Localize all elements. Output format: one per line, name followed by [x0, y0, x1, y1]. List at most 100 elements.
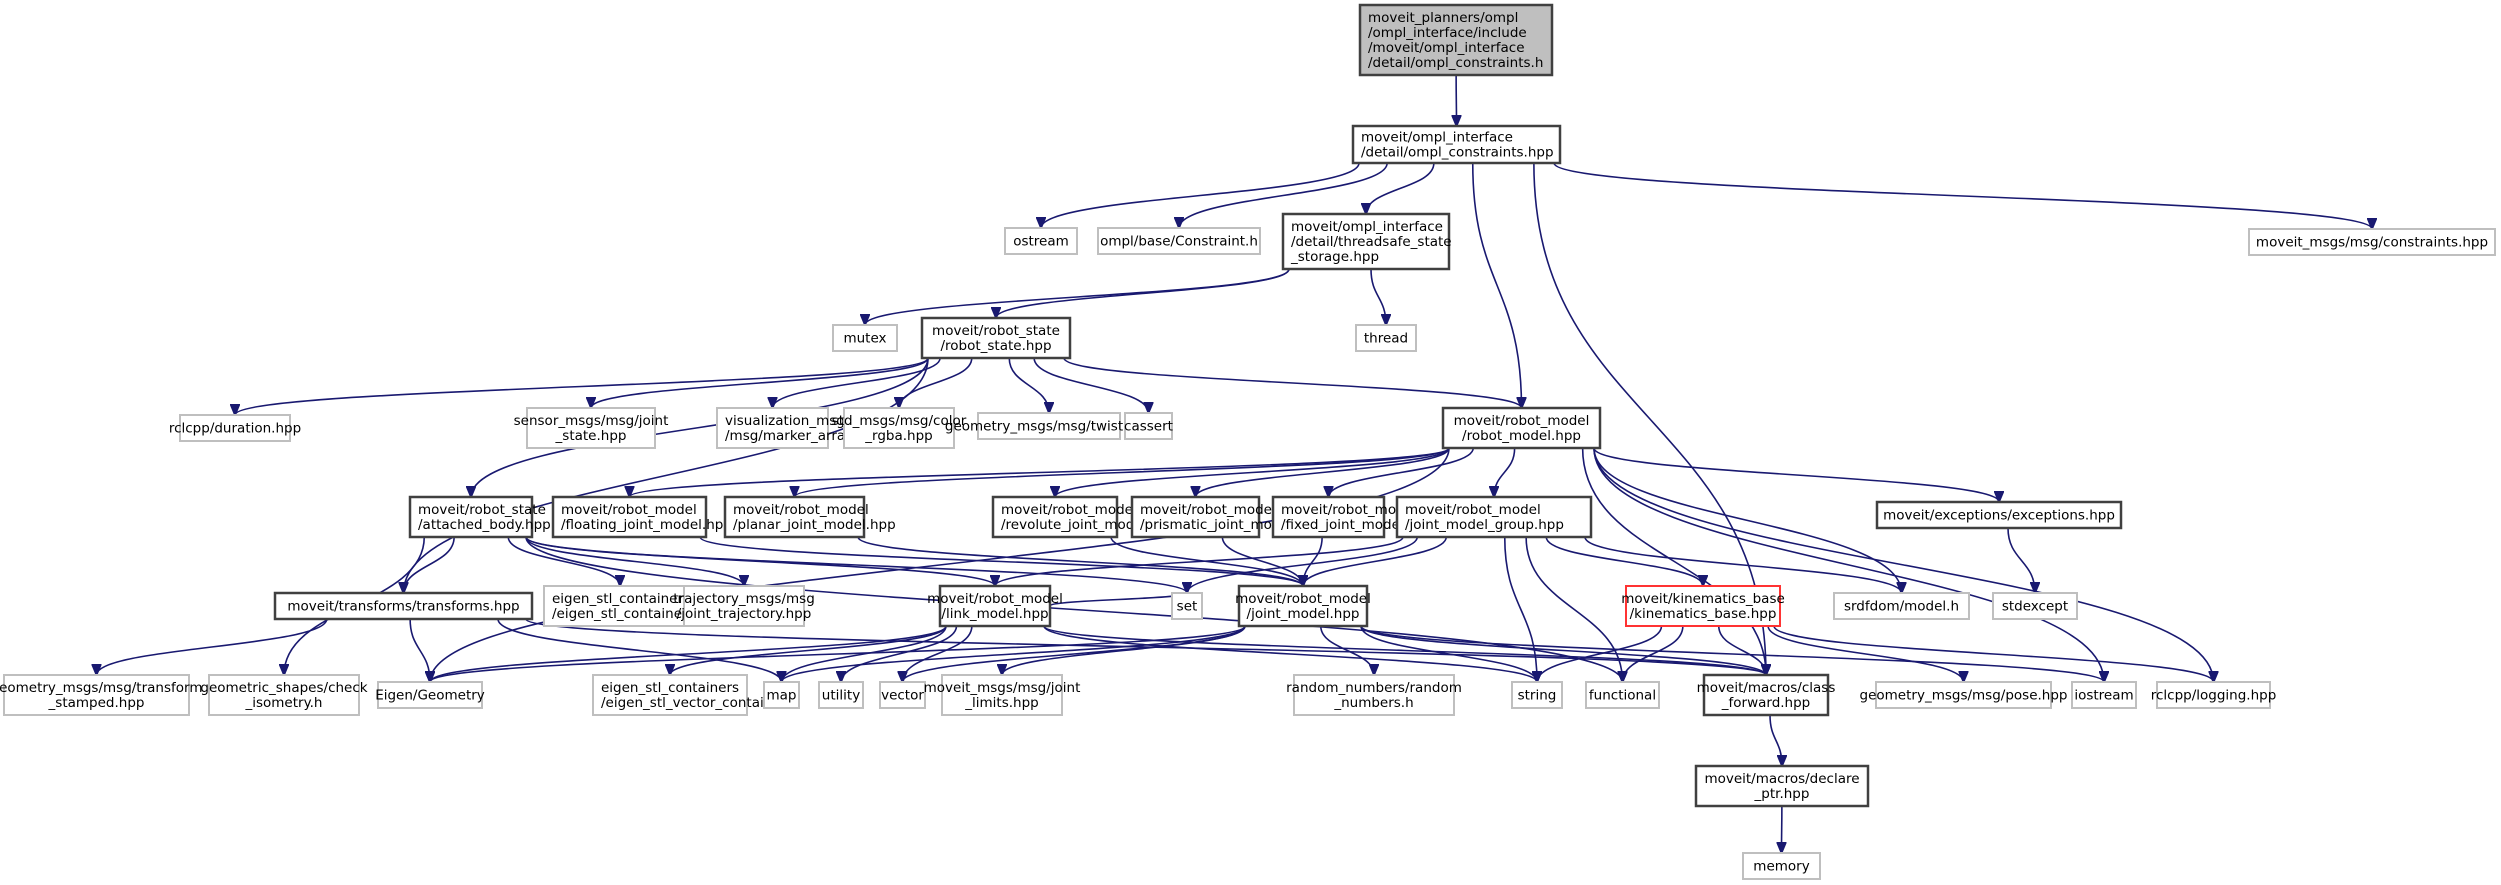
edge-joint-model-to-eigen-geometry — [430, 625, 1246, 682]
graph-node-transforms[interactable]: moveit/transforms/transforms.hpp — [273, 591, 534, 621]
edge-threadsafe-to-robot-state — [996, 268, 1290, 318]
node-label: /eigen_stl_vector_container.h — [601, 695, 798, 711]
edge-attached-body-to-eigen-stl-containers — [507, 536, 620, 586]
node-box — [1441, 406, 1602, 450]
node-box — [683, 585, 805, 627]
node-label: moveit/robot_state — [418, 502, 546, 518]
graph-node-root[interactable]: moveit_planners/ompl/ompl_interface/incl… — [1358, 3, 1554, 77]
edge-ompl-constraints-hpp-to-class-forward — [1533, 162, 1766, 675]
edge-jmg-to-link-model — [995, 536, 1404, 586]
edge-prismatic-joint-to-joint-model — [1221, 536, 1303, 586]
node-label: moveit/macros/declare — [1704, 771, 1859, 787]
graph-node-robot-model[interactable]: moveit/robot_model/robot_model.hpp — [1441, 406, 1602, 450]
graph-node-kinematics-base[interactable]: moveit/kinematics_base/kinematics_base.h… — [1621, 585, 1785, 627]
node-box — [377, 681, 483, 709]
graph-node-fixed-joint[interactable]: moveit/robot_model/fixed_joint_model.hpp — [1271, 495, 1434, 539]
edge-transforms-to-transform-stamped — [97, 618, 328, 675]
graph-node-ompl-constraints-hpp[interactable]: moveit/ompl_interface/detail/ompl_constr… — [1351, 124, 1562, 165]
node-box — [1875, 500, 2123, 530]
node-label: /link_model.hpp — [941, 606, 1048, 622]
edge-class-forward-to-declare-ptr — [1769, 714, 1782, 766]
node-label: cassert — [1124, 419, 1173, 435]
node-box — [938, 584, 1052, 628]
node-label: ostream — [1013, 234, 1069, 250]
edge-jmg-to-srdf-model — [1584, 536, 1902, 593]
graph-node-exceptions[interactable]: moveit/exceptions/exceptions.hpp — [1875, 500, 2123, 530]
edge-attached-body-to-joint-trajectory — [525, 536, 744, 586]
graph-node-floating-joint[interactable]: moveit/robot_model/floating_joint_model.… — [551, 495, 732, 539]
node-label: moveit/robot_model — [1235, 591, 1371, 607]
node-box — [1875, 681, 2052, 709]
node-box — [1694, 764, 1870, 808]
edge-robot-state-to-transforms — [404, 357, 929, 593]
edge-robot-state-to-joint-state — [591, 357, 929, 408]
graph-node-string: string — [1511, 681, 1563, 709]
node-label: /robot_state.hpp — [940, 338, 1051, 354]
node-label: /moveit/ompl_interface — [1368, 40, 1525, 56]
edge-robot-model-to-planar-joint — [795, 447, 1450, 497]
node-label: moveit/kinematics_base — [1621, 591, 1785, 607]
graph-node-threadsafe[interactable]: moveit/ompl_interface/detail/threadsafe_… — [1281, 212, 1452, 271]
edge-link-model-to-map — [782, 625, 947, 682]
node-box — [1395, 495, 1593, 539]
node-label: geometry_msgs/msg/twist.hpp — [945, 419, 1153, 435]
graph-node-srdf-model: srdfdom/model.h — [1833, 592, 1970, 620]
node-label: thread — [1364, 331, 1408, 347]
edge-jmg-to-kinematics-base — [1545, 536, 1703, 586]
graph-node-color-rgba: std_msgs/msg/color_rgba.hpp — [832, 407, 967, 449]
node-box — [1351, 124, 1562, 165]
node-label: _storage.hpp — [1290, 249, 1379, 265]
edge-kinematics-base-to-functional — [1623, 625, 1684, 682]
node-label: functional — [1589, 688, 1656, 704]
graph-node-jmg[interactable]: moveit/robot_model/joint_model_group.hpp — [1395, 495, 1593, 539]
node-label: /detail/threadsafe_state — [1291, 234, 1452, 250]
node-label: moveit/robot_model — [1454, 413, 1590, 429]
graph-node-ompl-constraint: ompl/base/Constraint.h — [1097, 227, 1261, 255]
node-label: /kinematics_base.hpp — [1630, 606, 1777, 622]
node-box — [723, 495, 866, 539]
node-label: set — [1177, 599, 1198, 615]
node-label: moveit/robot_model — [927, 591, 1063, 607]
graph-node-marker-array: visualization_msgs/msg/marker_array.hpp — [716, 407, 881, 449]
node-label: moveit/robot_model — [1140, 502, 1276, 518]
graph-node-eigen-stl-containers: eigen_stl_containers/eigen_stl_container… — [543, 585, 707, 627]
node-box — [1511, 681, 1563, 709]
edge-threadsafe-to-mutex — [865, 268, 1290, 325]
graph-node-planar-joint[interactable]: moveit/robot_model/planar_joint_model.hp… — [723, 495, 896, 539]
edge-robot-model-to-class-forward — [1581, 447, 1766, 675]
node-label: moveit/ompl_interface — [1361, 130, 1513, 146]
node-box — [716, 407, 829, 449]
node-label: string — [1518, 688, 1557, 704]
graph-node-link-model[interactable]: moveit/robot_model/link_model.hpp — [927, 584, 1063, 628]
graph-node-robot-state[interactable]: moveit/robot_state/robot_state.hpp — [920, 316, 1072, 360]
node-label: srdfdom/model.h — [1844, 599, 1959, 615]
graph-node-declare-ptr[interactable]: moveit/macros/declare_ptr.hpp — [1694, 764, 1870, 808]
graph-node-joint-state: sensor_msgs/msg/joint_state.hpp — [514, 407, 668, 449]
node-label: _ptr.hpp — [1754, 786, 1810, 802]
node-label: eigen_stl_containers — [552, 591, 690, 607]
graph-node-attached-body[interactable]: moveit/robot_state/attached_body.hpp — [408, 495, 551, 539]
node-label: /detail/ompl_constraints.hpp — [1361, 145, 1554, 161]
edge-ompl-constraints-hpp-to-ompl-constraint — [1179, 162, 1388, 228]
node-box — [1585, 681, 1660, 709]
node-label: iostream — [2074, 688, 2133, 704]
node-label: moveit_msgs/msg/joint — [924, 680, 1081, 696]
node-label: moveit_planners/ompl — [1368, 10, 1518, 26]
edge-kinematics-base-to-pose — [1767, 625, 1963, 682]
graph-node-joint-model[interactable]: moveit/robot_model/joint_model.hpp — [1235, 584, 1371, 628]
edge-jmg-to-joint-model — [1303, 536, 1448, 586]
edge-robot-state-to-cassert — [1033, 357, 1148, 413]
graph-node-class-forward[interactable]: moveit/macros/class_forward.hpp — [1697, 673, 1836, 717]
graph-node-map: map — [763, 681, 800, 709]
graph-node-functional: functional — [1585, 681, 1660, 709]
node-box — [208, 674, 360, 716]
node-label: trajectory_msgs/msg — [673, 591, 815, 607]
node-label: moveit/robot_model — [1281, 502, 1417, 518]
edge-link-model-to-set — [1049, 593, 1187, 607]
node-box — [1124, 412, 1173, 440]
edge-link-model-to-eigen-stl-vector — [670, 625, 947, 675]
edge-kinematics-base-to-logging — [1773, 625, 2214, 682]
node-label: moveit/transforms/transforms.hpp — [287, 599, 519, 615]
graph-node-vector: vector — [879, 681, 926, 709]
